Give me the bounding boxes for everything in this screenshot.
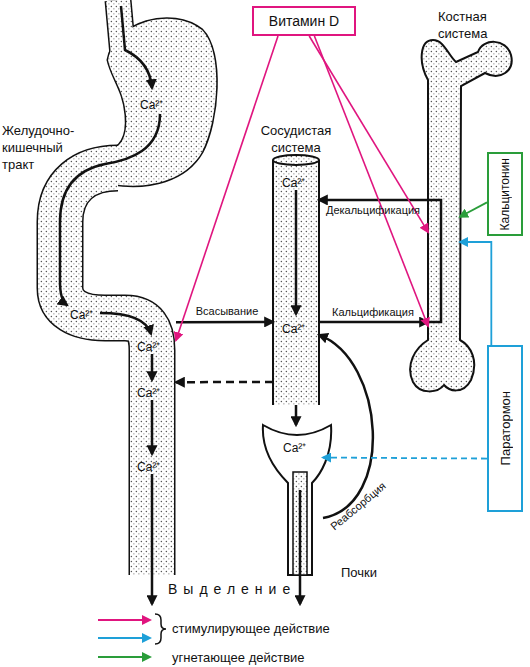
calcium-flow [60,6,300,604]
flow-arrow [100,313,151,334]
flow-connector [176,321,273,324]
bone-region: Костная система [428,60,460,340]
gi-tract-fill [60,0,216,575]
hormone-box: Кальцитонин [487,152,523,236]
flow-arrow [295,190,298,314]
ion-label: Ca²⁺ [140,96,163,113]
flow-connector [319,335,373,518]
legend-arrow [98,637,150,639]
ion-label: Ca²⁺ [282,174,305,191]
box-title: Витамин D [269,13,339,29]
legend-arrow [98,656,150,658]
vessel-region: Сосудистая системаCa²⁺Ca²⁺ [273,160,319,405]
organ-label: Костная система [438,8,518,42]
kidney-shape [263,425,331,575]
excretion-arrow [151,474,154,604]
vessel-wall [272,160,274,405]
organ-label: Желудочно-кишечный тракт [2,122,82,173]
flow-connector [319,199,428,202]
intestine-fill [60,168,152,575]
edge-label: Декальцификация [318,204,428,216]
ion-label: Ca²⁺ [70,306,93,323]
intestine-outline [60,168,152,575]
flow-arrow [151,400,154,454]
kidney-cup [263,425,331,575]
hormone-name: Кальцитонин [498,158,512,231]
vessel-top [273,155,319,165]
gi-tract-outline [60,0,216,575]
vessel-body [273,160,319,405]
ion-label: Ca²⁺ [283,439,306,456]
hormone-box: Паратормон [487,345,523,512]
kidney-region: Ca²⁺Почки [263,425,323,580]
legend-arrow [98,619,150,621]
flow-connector [176,36,278,340]
ion-label: Ca²⁺ [137,458,160,475]
flow-arrow [151,354,154,380]
legend-text: стимулирующее действие [172,621,330,636]
hormone-name: Паратормон [498,391,513,465]
flow-connector [295,405,298,425]
flow-connector [314,36,428,326]
flow-connector [176,381,273,384]
ion-label: Ca²⁺ [137,384,160,401]
flow-arrow [60,114,160,305]
legend-brace [155,614,166,644]
edge-label: Всасывание [182,305,272,317]
flow-connector [309,36,428,232]
flow-connector [460,202,487,216]
ion-label: Ca²⁺ [282,320,305,337]
flow-connector [460,242,491,345]
edge-label: Реабсорбция [322,474,394,537]
edge-label: Кальцификация [318,306,428,318]
bone-exchange-line [428,200,441,322]
flow-arrow [121,6,152,88]
gi-tract-region: Желудочно-кишечный трактCa²⁺Ca²⁺Ca²⁺Ca²⁺… [0,0,176,600]
excretion-arrow [299,490,302,604]
legend-samples [98,614,166,657]
flow-connector [323,458,487,459]
flow-connector [319,321,428,324]
vitamin-box: Витамин D [252,6,356,36]
legend-text: угнетающее действие [172,650,305,665]
organ-label: Почки [341,565,377,580]
vessel-cylinder [273,155,319,405]
ion-label: Ca²⁺ [137,338,160,355]
vessel-wall [318,160,320,405]
process-label: Выделение [168,581,296,597]
organ-label: Сосудистая система [241,122,351,156]
